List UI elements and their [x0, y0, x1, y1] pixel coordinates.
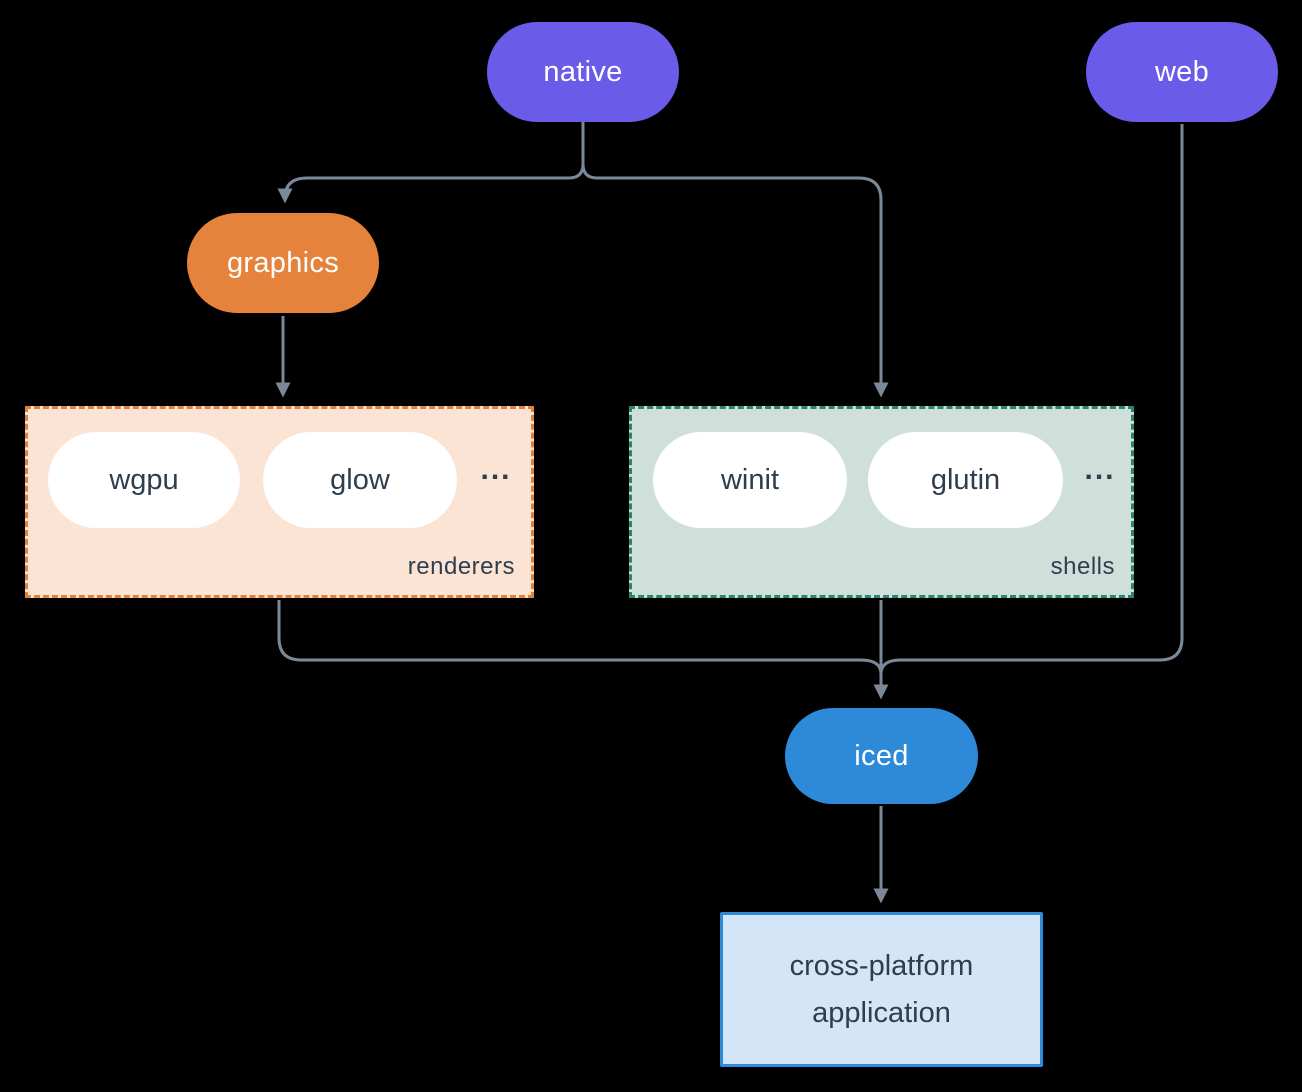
node-web-label: web [1154, 55, 1210, 88]
shells-group-label: shells [1050, 553, 1115, 580]
node-winit: winit [653, 432, 847, 528]
node-graphics: graphics [187, 213, 379, 313]
node-graphics-label: graphics [226, 246, 339, 279]
node-glutin: glutin [868, 432, 1063, 528]
edge-web-merge [879, 124, 1184, 675]
node-native-label: native [543, 55, 623, 88]
shells-ellipsis: ... [1084, 453, 1116, 486]
node-native: native [487, 22, 679, 122]
node-iced: iced [785, 708, 978, 804]
renderers-group-box: wgpu glow ... renderers [25, 406, 534, 598]
edge-native-shells [581, 122, 889, 398]
node-winit-label: winit [720, 463, 779, 496]
application-label-line1: cross-platform [789, 949, 974, 982]
node-glutin-label: glutin [930, 463, 1001, 496]
node-cross-platform-application: cross-platform application [720, 912, 1043, 1067]
node-web: web [1086, 22, 1278, 122]
node-iced-label: iced [854, 739, 909, 772]
edge-renderers-merge [277, 600, 883, 675]
application-label-line2: application [812, 996, 951, 1029]
shells-group-box: winit glutin ... shells [629, 406, 1134, 598]
renderers-ellipsis: ... [480, 453, 512, 486]
node-glow: glow [263, 432, 457, 528]
node-glow-label: glow [330, 463, 390, 496]
node-wgpu: wgpu [48, 432, 240, 528]
renderers-group-label: renderers [407, 553, 515, 580]
node-wgpu-label: wgpu [109, 463, 179, 496]
edge-native-graphics [277, 122, 585, 204]
